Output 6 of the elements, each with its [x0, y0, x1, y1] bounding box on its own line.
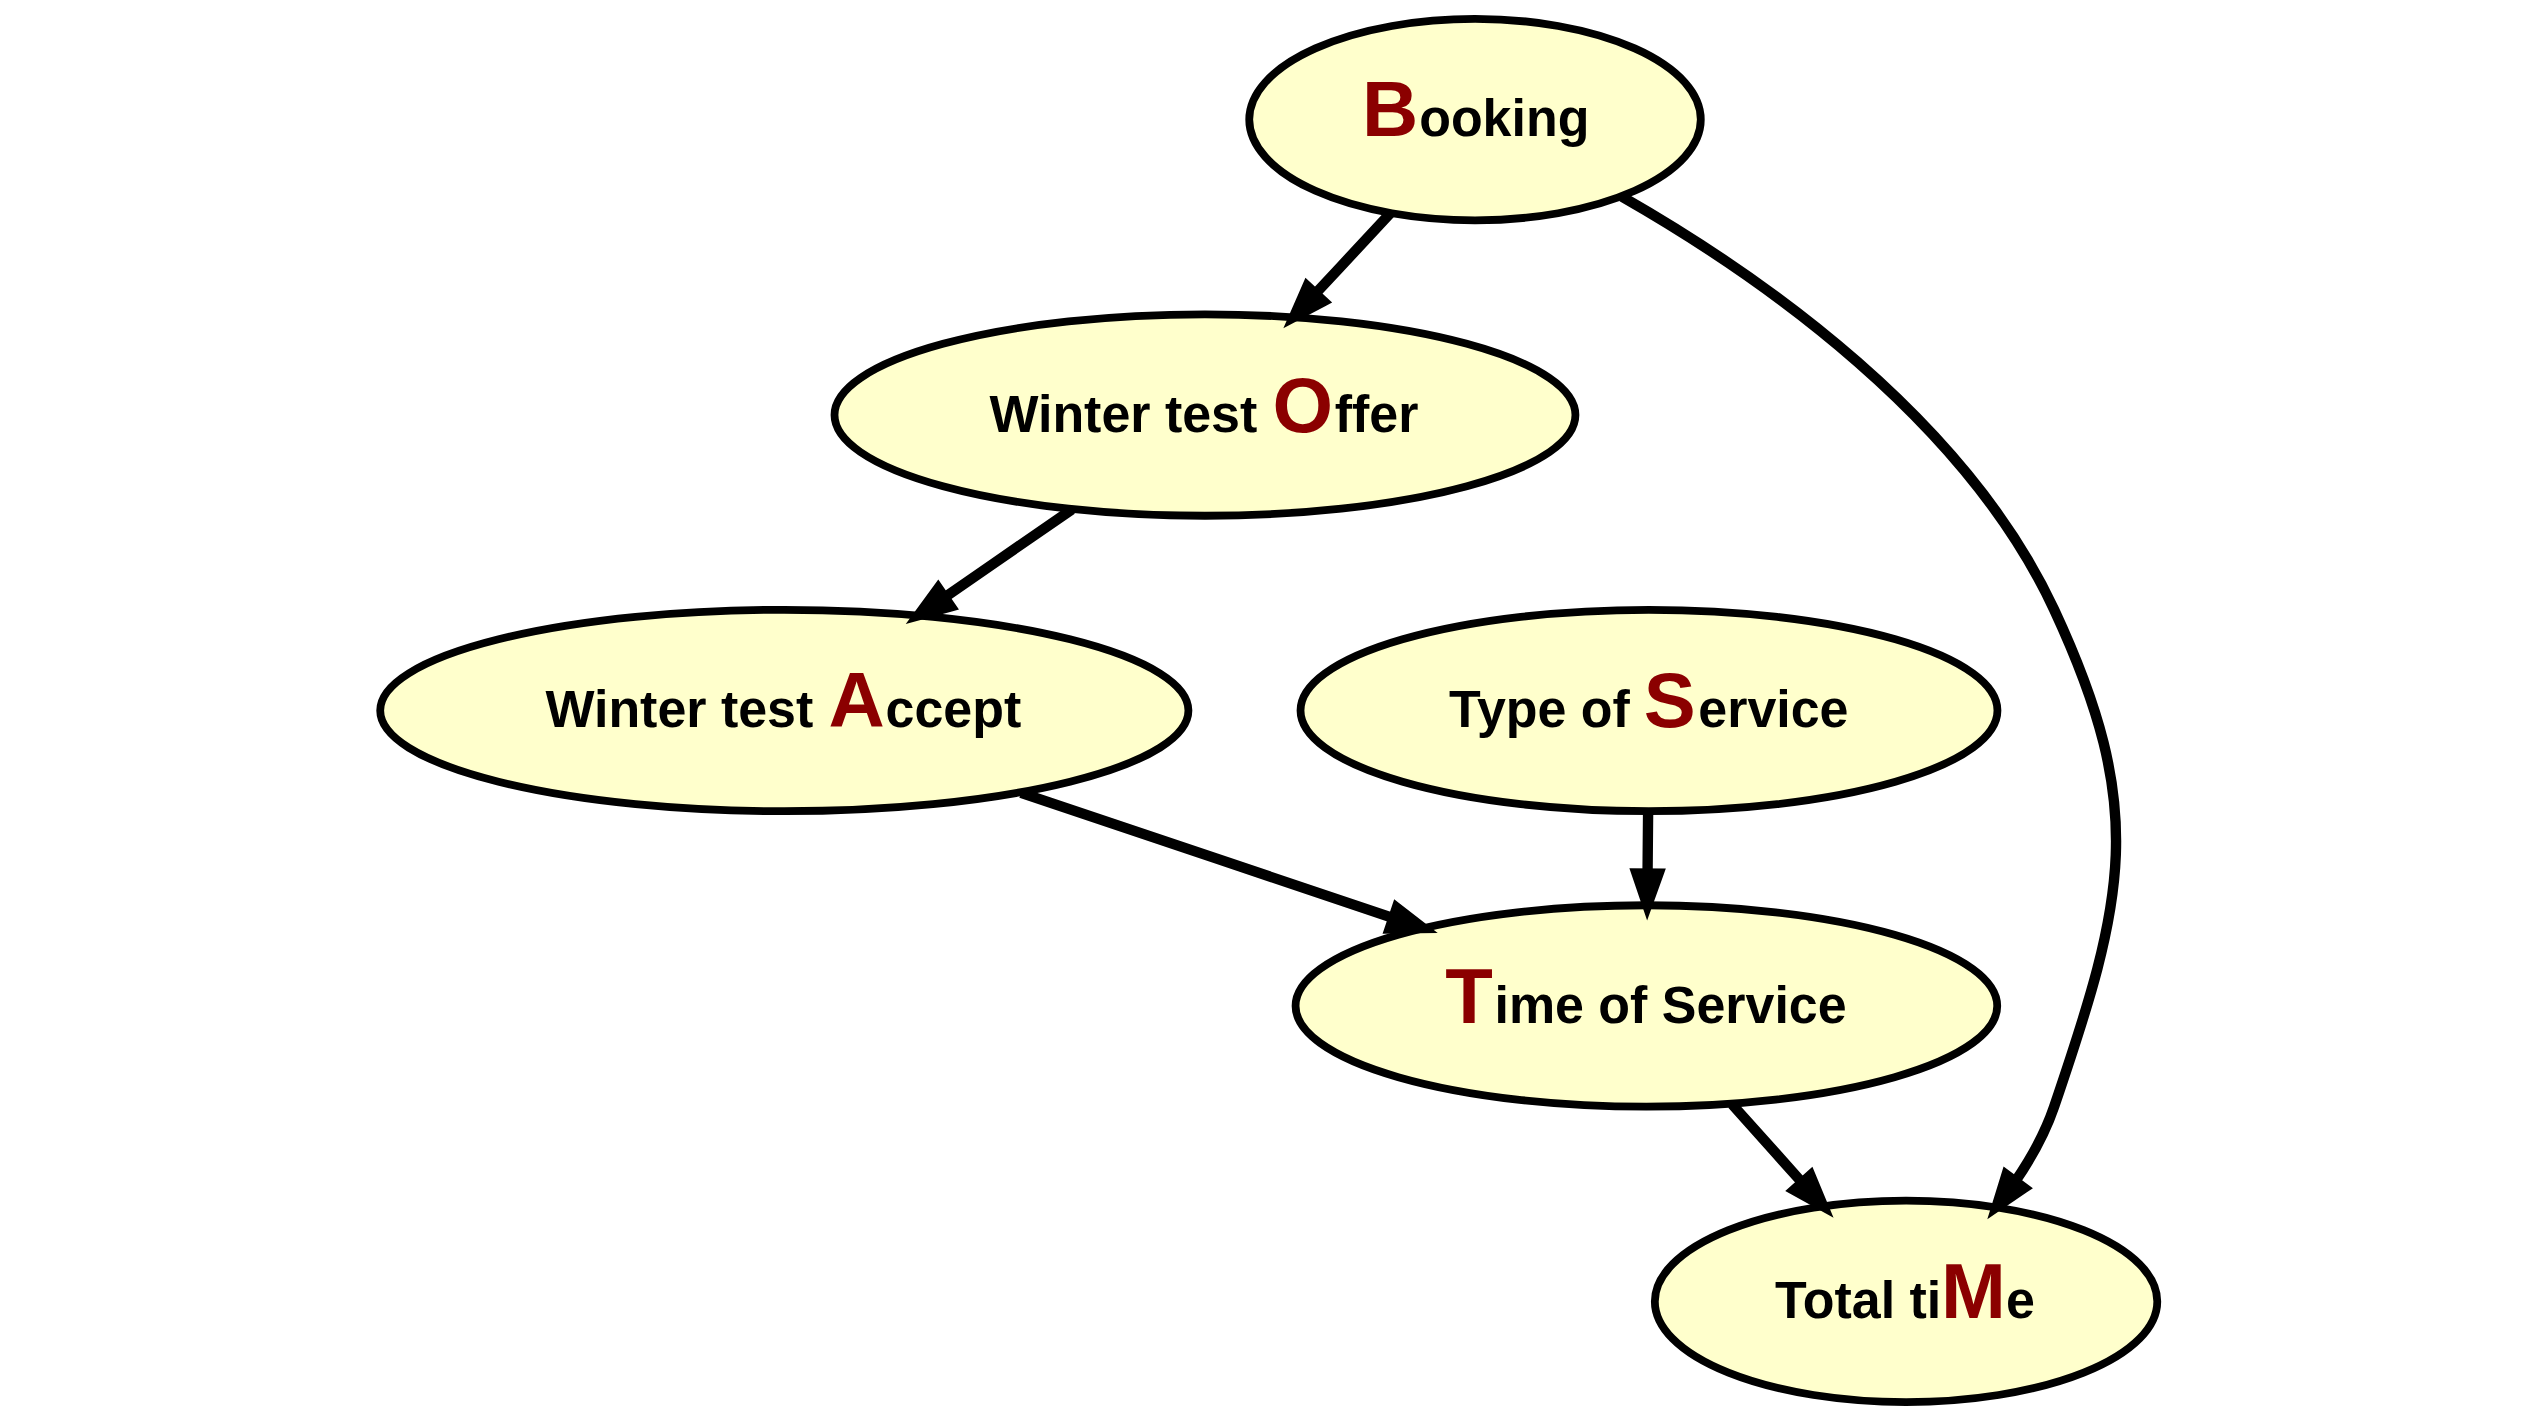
node-ellipse: Type of Service — [1296, 605, 2002, 816]
node-ellipse: Total tiMe — [1650, 1196, 2162, 1406]
node-ellipse: Winter test Accept — [376, 605, 1193, 816]
arrow — [1629, 812, 1666, 921]
node-ellipse: Winter test Offer — [830, 310, 1580, 520]
node-ellipse: Booking — [1245, 15, 1705, 225]
